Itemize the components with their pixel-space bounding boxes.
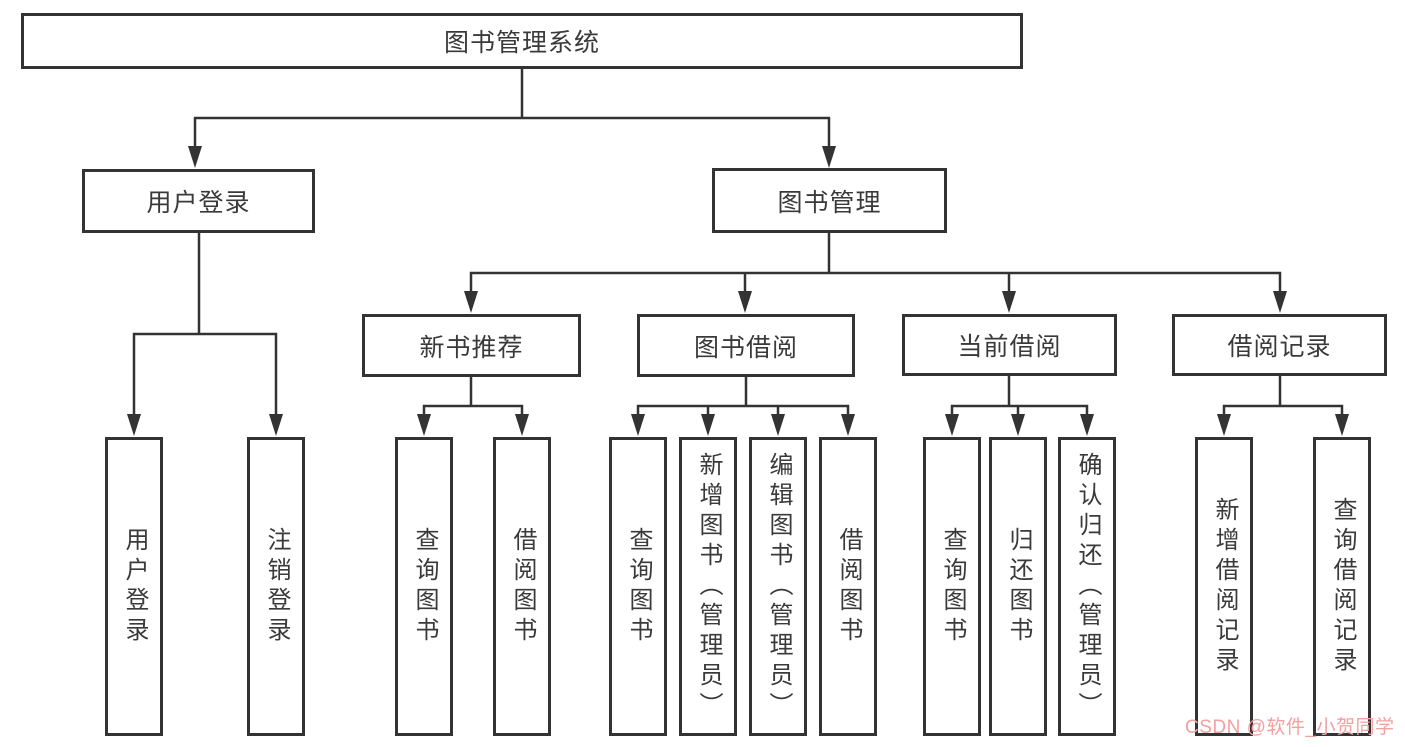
node-library-system: 图书管理系统 <box>21 13 1023 69</box>
connector-user-login-group <box>132 232 278 417</box>
connector-root <box>193 69 831 150</box>
connector-book-borrow-group <box>636 377 850 417</box>
connector-book-mgmt-group <box>469 233 1282 294</box>
node-book-borrowing: 图书借阅 <box>637 314 855 377</box>
node-label: 编辑图书（管理员） <box>765 451 792 722</box>
node-new-book-recommend: 新书推荐 <box>362 314 581 377</box>
node-label: 当前借阅 <box>957 333 1062 361</box>
node-label: 确认归还（管理员） <box>1074 451 1101 722</box>
leaf-edit-books-admin: 编辑图书（管理员） <box>749 437 807 736</box>
arrowheads <box>127 146 1349 436</box>
node-label: 借阅图书 <box>509 526 536 647</box>
node-label: 图书借阅 <box>693 333 798 362</box>
leaf-borrow-books: 借阅图书 <box>819 437 877 736</box>
leaf-query-books-recommend: 查询图书 <box>395 437 453 736</box>
node-borrow-records: 借阅记录 <box>1172 314 1387 376</box>
leaf-query-borrow-record: 查询借阅记录 <box>1313 437 1371 736</box>
leaf-borrow-books-recommend: 借阅图书 <box>493 437 551 736</box>
node-label: 新增图书（管理员） <box>695 451 722 722</box>
node-current-borrowing: 当前借阅 <box>902 314 1117 376</box>
connector-borrow-record-group <box>1222 376 1344 417</box>
leaf-query-books-current: 查询图书 <box>923 437 981 736</box>
leaf-return-books: 归还图书 <box>989 437 1047 736</box>
node-label: 新增借阅记录 <box>1211 496 1238 677</box>
leaf-add-borrow-record: 新增借阅记录 <box>1195 437 1253 736</box>
leaf-query-books-borrowing: 查询图书 <box>609 437 667 736</box>
node-label: 借阅图书 <box>835 526 862 647</box>
leaf-add-books-admin: 新增图书（管理员） <box>679 437 737 736</box>
leaf-confirm-return-admin: 确认归还（管理员） <box>1058 437 1116 736</box>
node-label: 用户登录 <box>121 526 148 647</box>
node-label: 查询借阅记录 <box>1329 496 1356 677</box>
node-label: 查询图书 <box>939 526 966 647</box>
connector-new-book-group <box>422 377 524 417</box>
node-label: 图书管理 <box>777 188 882 217</box>
node-label: 归还图书 <box>1005 526 1032 647</box>
node-label: 查询图书 <box>411 526 438 647</box>
node-user-login: 用户登录 <box>82 169 315 233</box>
node-label: 图书管理系统 <box>443 29 600 57</box>
node-label: 用户登录 <box>146 189 251 217</box>
connector-current-borrow-group <box>950 376 1089 417</box>
node-label: 新书推荐 <box>419 333 524 362</box>
node-book-management: 图书管理 <box>712 168 947 233</box>
csdn-watermark: CSDN @软件_小贺同学 <box>1185 717 1395 738</box>
node-label: 借阅记录 <box>1227 333 1332 361</box>
node-label: 查询图书 <box>625 526 652 647</box>
node-label: 注销登录 <box>263 526 290 647</box>
leaf-user-login: 用户登录 <box>105 437 163 736</box>
leaf-logout: 注销登录 <box>247 437 305 736</box>
